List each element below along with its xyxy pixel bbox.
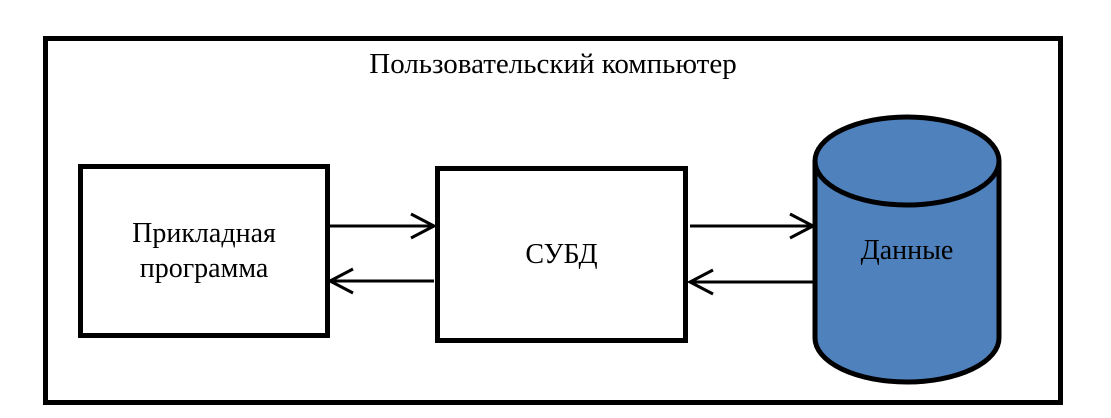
data-cylinder-top: [812, 114, 1002, 208]
dbms-node: СУБД: [435, 166, 688, 343]
arrow-dbms-to-app: [326, 267, 434, 295]
arrow-app-to-dbms: [330, 212, 438, 240]
data-cylinder-body: [812, 161, 1002, 385]
app-program-node: Прикладная программа: [78, 164, 330, 338]
arrow-data-to-dbms: [686, 268, 813, 296]
arrow-dbms-to-data: [690, 212, 817, 240]
container-title: Пользовательский компьютер: [369, 48, 737, 80]
app-program-label: Прикладная программа: [132, 218, 276, 284]
data-cylinder-label: Данные: [860, 235, 954, 266]
dbms-label: СУБД: [525, 239, 598, 270]
